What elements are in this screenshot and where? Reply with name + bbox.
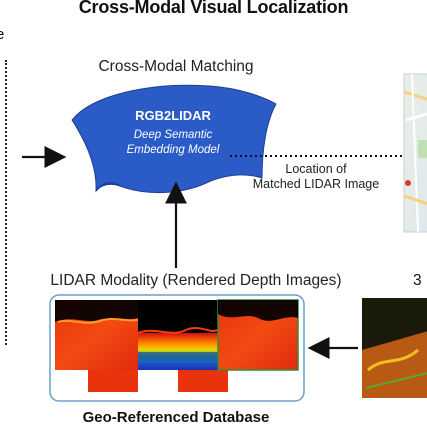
depth-tile-bottom-right — [178, 370, 228, 392]
location-line2: Matched LIDAR Image — [252, 177, 380, 191]
blob-fold-shadow — [95, 182, 121, 192]
map-thumbnail — [403, 73, 427, 233]
figure-title: Cross-Modal Visual Localization — [78, 0, 349, 17]
location-label: Location of Matched LIDAR Image — [236, 162, 396, 192]
depth-tile-bottom-left — [88, 370, 138, 392]
map-pin-icon — [405, 180, 411, 186]
right-label-fragment: 3 — [413, 272, 422, 289]
model-name-label: RGB2LIDAR — [135, 108, 211, 123]
lidar-modality-title: LIDAR Modality (Rendered Depth Images) — [50, 272, 342, 289]
query-depth-image — [362, 298, 427, 398]
depth-tiles — [55, 299, 299, 392]
left-dotted-divider — [5, 60, 7, 345]
model-desc-line1: Deep Semantic — [133, 129, 213, 141]
left-label-fragment: e — [0, 26, 5, 43]
database-title: Geo-Referenced Database — [82, 409, 270, 426]
model-description: Deep Semantic Embedding Model — [93, 128, 253, 158]
model-desc-line2: Embedding Model — [126, 144, 220, 156]
cross-modal-matching-title: Cross-Modal Matching — [98, 58, 254, 75]
location-line1: Location of — [285, 162, 347, 176]
